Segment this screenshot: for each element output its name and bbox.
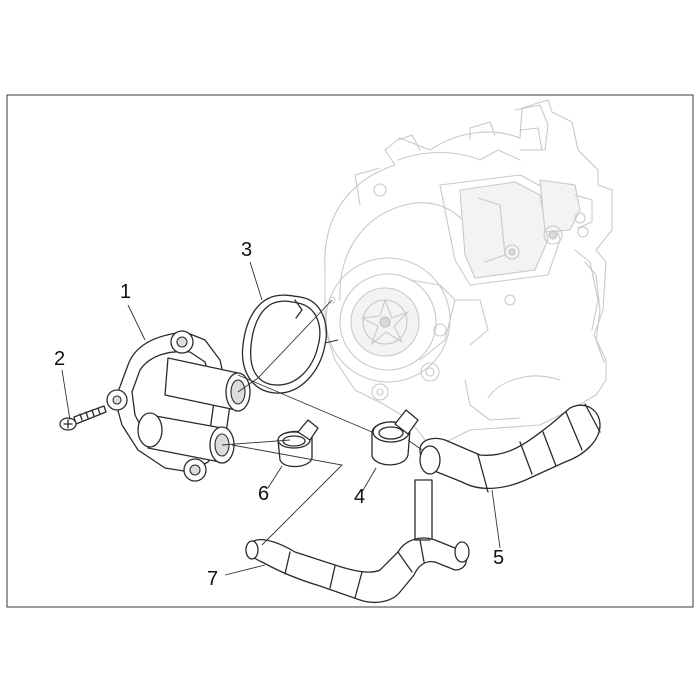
callout-leaders <box>61 261 501 576</box>
leader-6 <box>267 465 283 489</box>
leader-3 <box>249 261 263 301</box>
callout-6: 6 <box>258 483 269 505</box>
leader-2 <box>61 369 71 421</box>
part-1-pump-cover <box>106 330 251 482</box>
part-4-clamp <box>371 409 419 466</box>
callout-2: 2 <box>54 348 65 370</box>
leader-4 <box>361 467 377 493</box>
callout-3: 3 <box>241 239 252 261</box>
diagram-frame <box>6 94 694 608</box>
callout-7: 7 <box>207 568 218 590</box>
callout-4: 4 <box>354 486 365 508</box>
part-5-hose <box>414 403 601 541</box>
leader-1 <box>127 304 146 341</box>
impeller <box>361 299 409 345</box>
callout-5: 5 <box>493 547 504 569</box>
callout-labels: 1 2 3 4 5 6 7 <box>54 239 504 590</box>
assembly-guide-lines <box>221 299 423 546</box>
part-7-hose <box>245 537 470 603</box>
engine-housing <box>324 99 613 446</box>
leader-7 <box>224 564 266 576</box>
leader-5 <box>491 489 501 549</box>
callout-1: 1 <box>120 281 131 303</box>
part-3-gasket <box>241 294 328 394</box>
part-2-screw <box>59 405 107 431</box>
